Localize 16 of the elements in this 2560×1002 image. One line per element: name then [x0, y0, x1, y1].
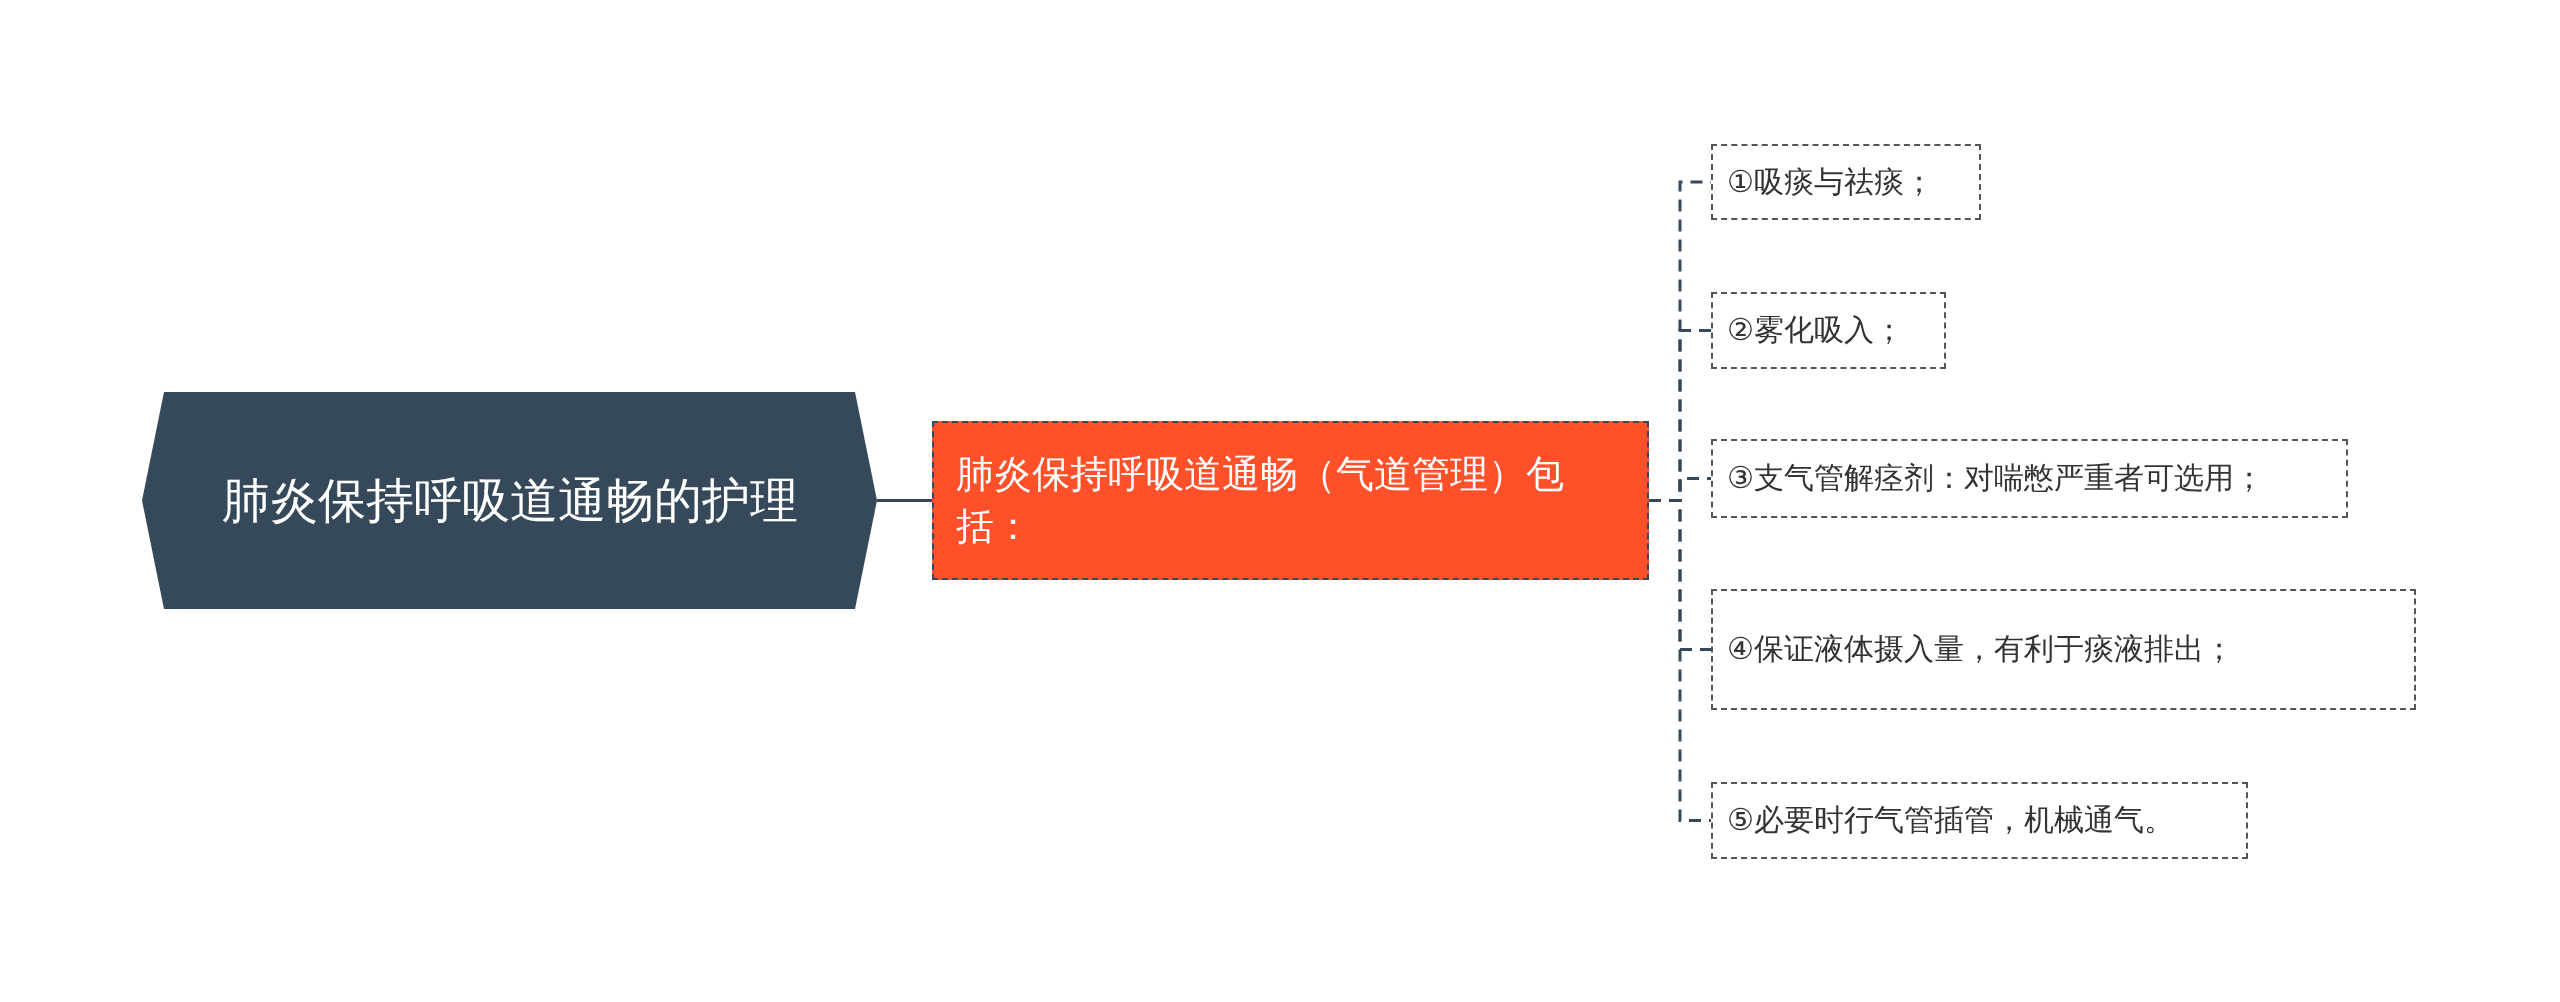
- item-box: [1711, 782, 2248, 859]
- subtopic-box: [932, 421, 1649, 580]
- topic-hexagon: [142, 392, 877, 609]
- connector: [1649, 499, 1711, 822]
- item-box: [1711, 144, 1981, 220]
- item-text: ②雾化吸入；: [1727, 311, 1904, 350]
- item-text: ⑤必要时行气管插管，机械通气。: [1727, 801, 2174, 840]
- connector: [877, 499, 932, 502]
- item-text: ④保证液体摄入量，有利于痰液排出；: [1727, 630, 2234, 669]
- item-box: [1711, 589, 2416, 710]
- item-text: ①吸痰与祛痰；: [1727, 162, 1934, 201]
- item-text: ③支气管解痉剂：对喘憋严重者可选用；: [1727, 459, 2264, 498]
- subtopic-text: 肺炎保持呼吸道通畅（气道管理）包括：: [956, 451, 1565, 550]
- item-box: [1711, 292, 1946, 369]
- item-box: [1711, 439, 2348, 518]
- topic-text: 肺炎保持呼吸道通畅的护理: [220, 471, 799, 531]
